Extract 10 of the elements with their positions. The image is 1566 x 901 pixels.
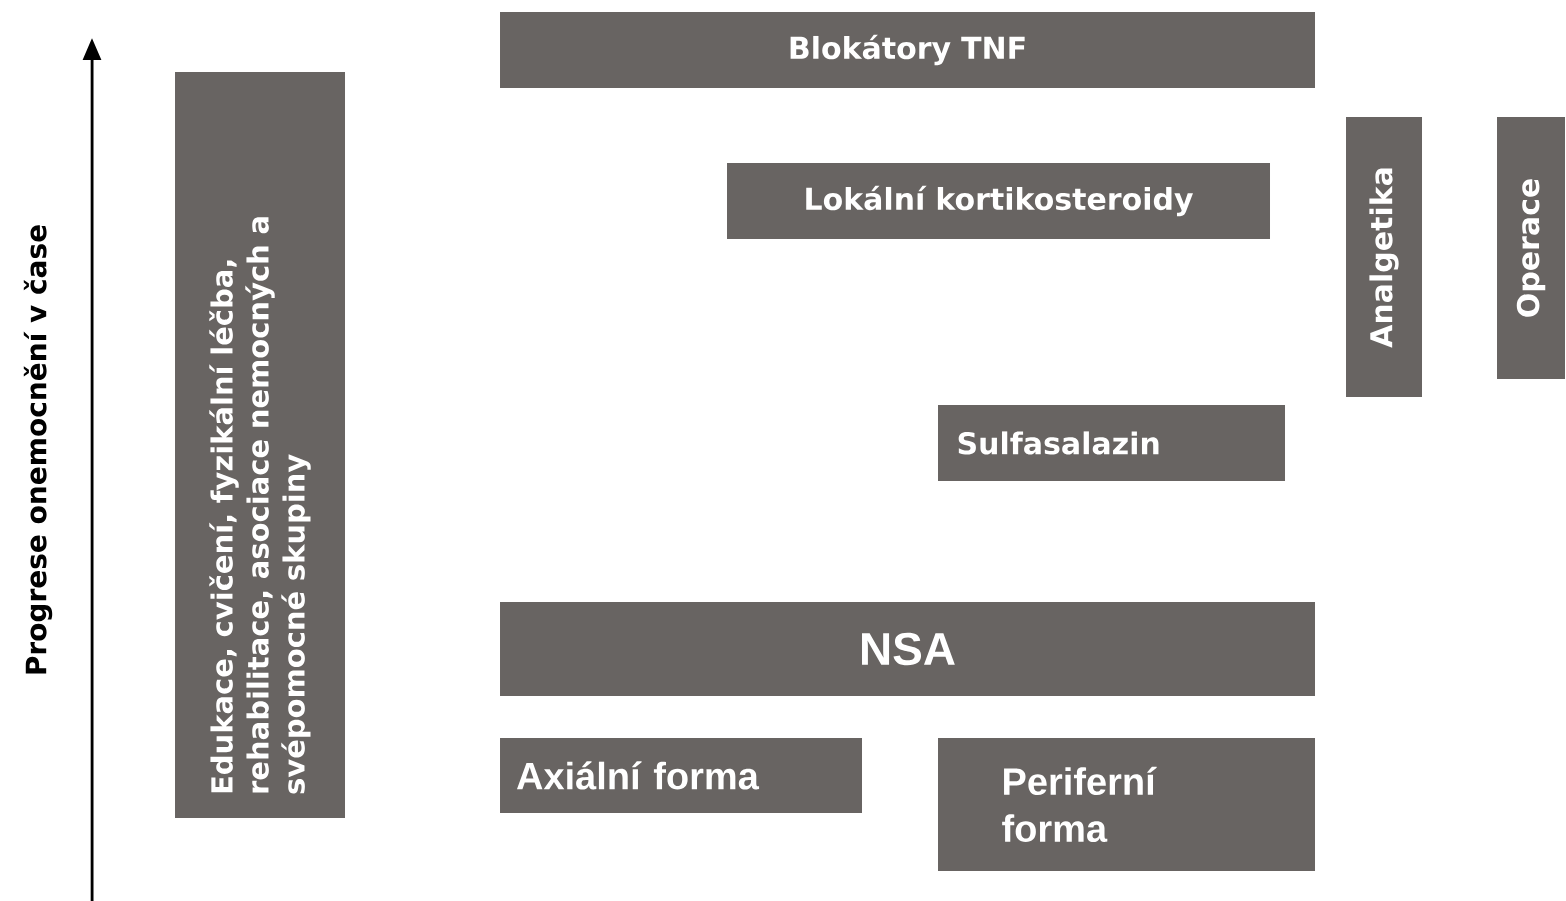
- treatment-box: Periferní forma: [938, 738, 1315, 871]
- treatment-box: NSA: [500, 602, 1315, 696]
- axis-label: Progrese onemocnění v čase: [23, 225, 53, 674]
- treatment-box: Sulfasalazin: [938, 405, 1285, 481]
- treatment-box: Blokátory TNF: [500, 12, 1315, 88]
- vertical-treatment-box: Edukace, cvičení, fyzikální léčba, rehabilitace, asociace nemocných a svépomocné skupiny: [175, 72, 345, 818]
- vertical-treatment-box: Operace: [1497, 117, 1565, 379]
- treatment-box: Axiální forma: [500, 738, 862, 813]
- treatment-box: Lokální kortikosteroidy: [727, 163, 1270, 239]
- vertical-treatment-box: Analgetika: [1346, 117, 1422, 397]
